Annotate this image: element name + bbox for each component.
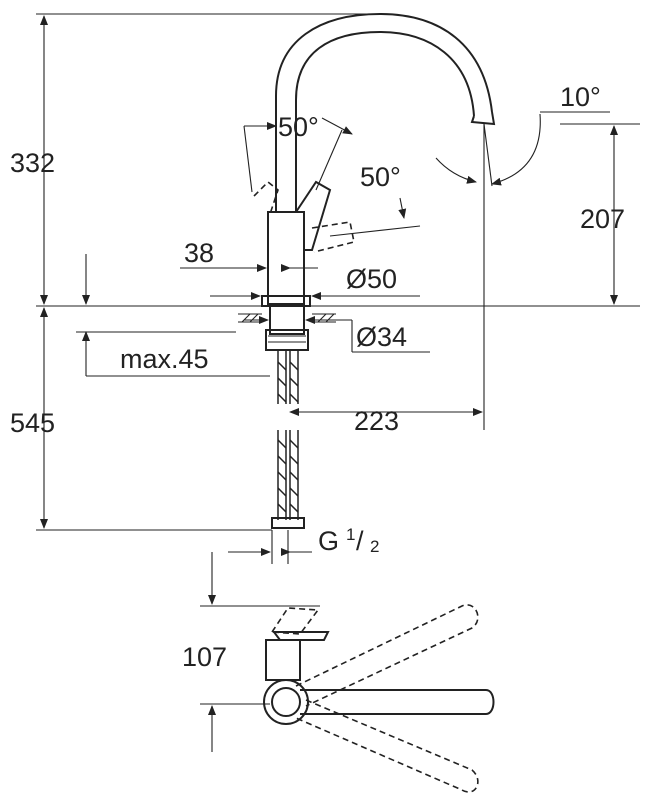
label-hole-diameter: Ø34: [356, 322, 407, 352]
label-thread-slash: /: [356, 526, 364, 556]
dimension-labels: 332 545 207 223 38 Ø50 Ø34 max.45 10° 50…: [10, 82, 625, 672]
label-thread-den: 2: [370, 537, 379, 556]
label-lever-angle-right: 50°: [360, 162, 401, 192]
label-thread-num: 1: [346, 525, 355, 544]
label-lever-angle-left: 50°: [278, 112, 319, 142]
label-top-view-depth: 107: [182, 642, 227, 672]
label-height-top: 332: [10, 148, 55, 178]
deck-hatching: [238, 313, 336, 323]
label-spout-height: 207: [580, 204, 625, 234]
label-thread-g: G: [318, 526, 339, 556]
label-handle-offset: 38: [184, 238, 214, 268]
dimension-lines: [36, 13, 640, 564]
faucet-side-view: [238, 12, 496, 529]
faucet-top-view: [200, 552, 495, 793]
label-max-thickness: max.45: [120, 344, 209, 374]
label-height-bottom: 545: [10, 408, 55, 438]
label-reach: 223: [354, 406, 399, 436]
supply-hoses: [271, 350, 305, 529]
label-spout-angle: 10°: [560, 82, 601, 112]
label-base-diameter: Ø50: [346, 264, 397, 294]
